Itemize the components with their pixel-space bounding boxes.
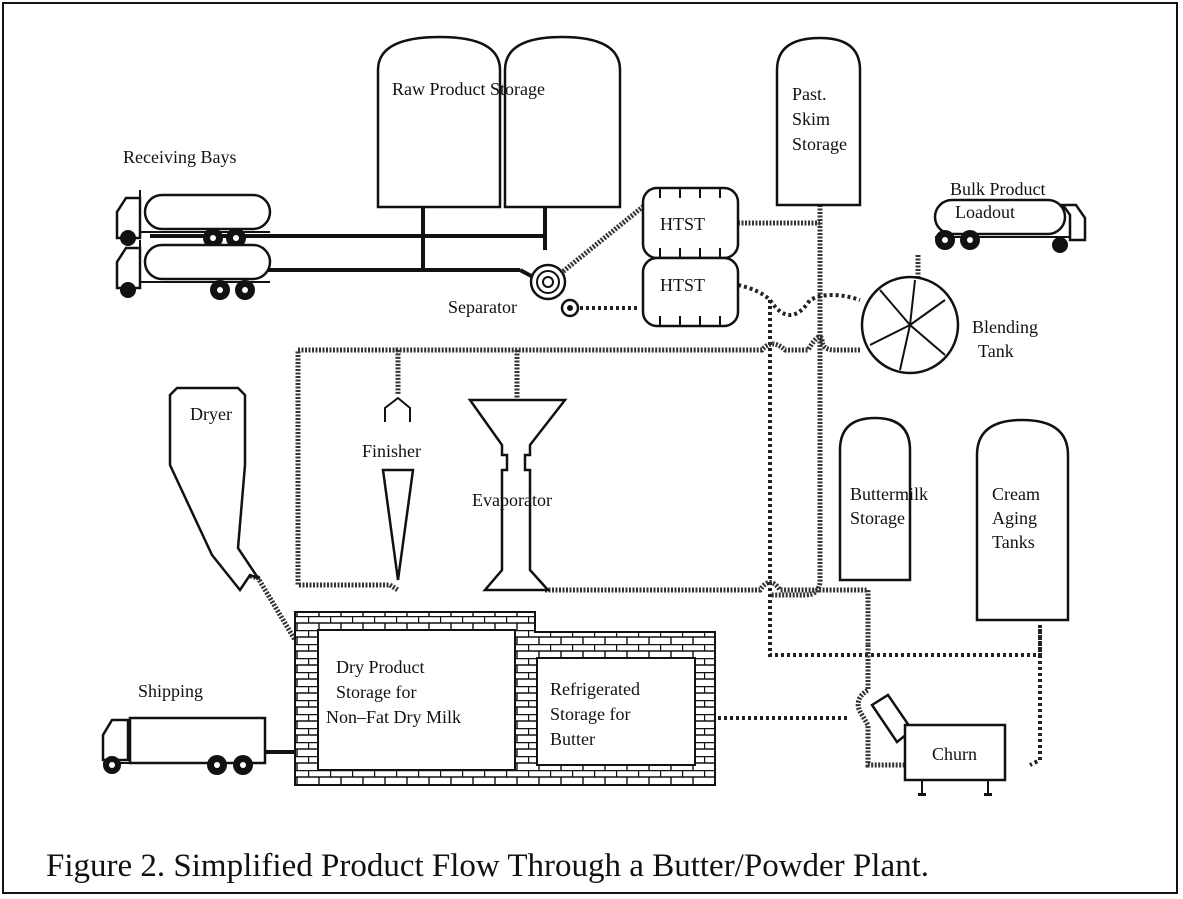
shipping-label: Shipping bbox=[138, 681, 203, 701]
htst-bottom: HTST bbox=[641, 256, 740, 328]
buttermilk-label-2: Storage bbox=[850, 508, 905, 528]
churn: Churn bbox=[870, 693, 1007, 796]
blending-tank-label-2: Tank bbox=[978, 341, 1014, 361]
htst-top-label: HTST bbox=[660, 214, 705, 234]
storage-building: Dry Product Storage for Non–Fat Dry Milk… bbox=[294, 611, 716, 786]
fridge-label-3: Butter bbox=[550, 729, 595, 749]
cream-aging-label-2: Aging bbox=[992, 508, 1037, 528]
finisher: Finisher bbox=[362, 396, 421, 581]
figure-caption: Figure 2. Simplified Product Flow Throug… bbox=[46, 848, 929, 884]
cream-aging-label-3: Tanks bbox=[992, 532, 1035, 552]
raw-product-storage: Raw Product Storage bbox=[376, 35, 622, 209]
dry-storage-label-2: Storage for bbox=[336, 682, 416, 702]
pipe-header-dryer bbox=[295, 347, 400, 593]
churn-label: Churn bbox=[932, 744, 977, 764]
finisher-label: Finisher bbox=[362, 441, 421, 461]
pipe-separator-htst-top bbox=[553, 203, 647, 280]
past-skim-label-2: Skim bbox=[792, 109, 830, 129]
cream-aging-tanks: Cream Aging Tanks bbox=[975, 418, 1070, 622]
dryer-label: Dryer bbox=[190, 404, 232, 424]
cream-aging-label-1: Cream bbox=[992, 484, 1040, 504]
blending-tank-label-1: Blending bbox=[972, 317, 1038, 337]
bulk-loadout-label-2: Loadout bbox=[955, 202, 1015, 222]
separator: Separator bbox=[448, 263, 580, 318]
pipe-cream-to-churn bbox=[1029, 625, 1042, 767]
receiving-truck-1 bbox=[115, 190, 272, 248]
htst-bottom-label: HTST bbox=[660, 275, 705, 295]
pipe-skim-down bbox=[770, 205, 823, 598]
raw-product-storage-label: Raw Product Storage bbox=[392, 79, 545, 99]
pipe-htst-to-blending bbox=[737, 283, 861, 317]
pipe-dryer-storage bbox=[246, 572, 298, 642]
receiving-bays-label: Receiving Bays bbox=[123, 147, 236, 167]
past-skim-label-1: Past. bbox=[792, 84, 827, 104]
past-skim-label-3: Storage bbox=[792, 134, 847, 154]
dry-storage-label-1: Dry Product bbox=[336, 657, 425, 677]
dry-storage-label-3: Non–Fat Dry Milk bbox=[326, 707, 461, 727]
blending-tank: Blending Tank bbox=[860, 275, 1038, 375]
shipping-truck: Shipping bbox=[101, 681, 267, 775]
evaporator-label: Evaporator bbox=[472, 490, 552, 510]
buttermilk-storage: Buttermilk Storage bbox=[838, 416, 928, 582]
fridge-label-1: Refrigerated bbox=[550, 679, 640, 699]
evaporator: Evaporator bbox=[467, 398, 568, 592]
dryer: Dryer bbox=[168, 386, 262, 593]
buttermilk-label-1: Buttermilk bbox=[850, 484, 928, 504]
separator-label: Separator bbox=[448, 297, 517, 317]
pipe-header bbox=[395, 334, 860, 395]
bulk-loadout-truck: Bulk Product Loadout bbox=[933, 179, 1087, 253]
past-skim-storage: Past. Skim Storage bbox=[775, 36, 862, 207]
bulk-loadout-label-1: Bulk Product bbox=[950, 179, 1046, 199]
fridge-label-2: Storage for bbox=[550, 704, 630, 724]
pipe-buttermilk-to-churn bbox=[855, 645, 905, 768]
pipe-evap-right bbox=[545, 580, 871, 645]
htst-top: HTST bbox=[641, 186, 740, 260]
receiving-truck-2 bbox=[115, 240, 272, 300]
